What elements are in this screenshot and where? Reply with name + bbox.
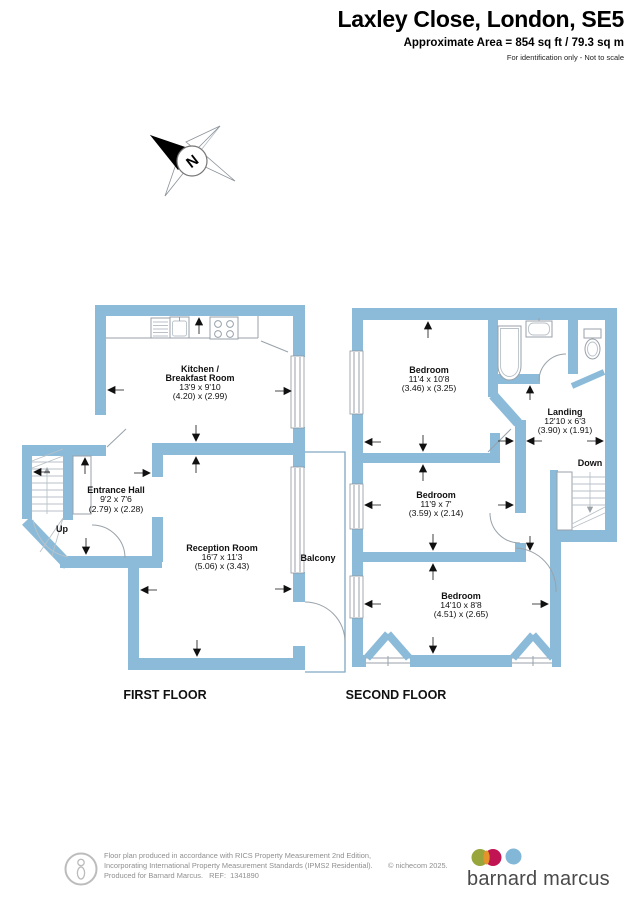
second-floor-plan: Bedroom 11'4 x 10'8 (3.46) x (3.25) Land… xyxy=(346,308,617,702)
first-floor-labels: Kitchen / Breakfast Room 13'9 x 9'10 (4.… xyxy=(56,364,336,702)
kitchen-fixtures xyxy=(106,316,259,340)
entrance-hall-label: Entrance Hall xyxy=(87,485,145,495)
bedroom3-label: Bedroom xyxy=(441,591,481,601)
bedroom2-label: Bedroom xyxy=(416,490,456,500)
second-floor-dimension-arrows xyxy=(364,321,604,654)
header: Laxley Close, London, SE5 Approximate Ar… xyxy=(337,6,625,62)
balcony-outline xyxy=(305,451,346,673)
second-floor-windows xyxy=(349,350,364,619)
bedroom2-door-arc xyxy=(489,512,521,544)
kitchen-door-leaf xyxy=(106,428,127,448)
landing-cupboard xyxy=(556,471,573,531)
second-floor-doors xyxy=(487,353,567,593)
sink-drainer-icon xyxy=(150,317,171,339)
kitchen-label-line2: Breakfast Room xyxy=(165,373,234,383)
bedroom2-dims-m: (3.59) x (2.14) xyxy=(409,508,464,518)
first-floor-stairs xyxy=(31,448,92,558)
first-floor-windows xyxy=(290,355,305,574)
second-floor-title: SECOND FLOOR xyxy=(346,688,447,702)
area-label: Approximate Area = 854 sq ft / 79.3 sq m xyxy=(403,37,624,49)
bedroom2-dims-ft: 11'9 x 7' xyxy=(420,499,452,509)
bedroom3-dims-ft: 14'10 x 8'8 xyxy=(440,600,482,610)
barnard-marcus-logo-dots xyxy=(471,848,522,866)
balcony-door-arc xyxy=(304,601,346,643)
bedroom1-dims-m: (3.46) x (3.25) xyxy=(402,383,457,393)
second-floor-walls xyxy=(352,308,617,667)
hall-cupboard xyxy=(72,455,92,515)
second-floor-stairs xyxy=(556,471,606,531)
bedroom1-door-leaf xyxy=(487,428,512,453)
first-floor-doors xyxy=(91,340,346,643)
footer-line1: Floor plan produced in accordance with R… xyxy=(104,851,372,860)
kitchen-dims-ft: 13'9 x 9'10 xyxy=(179,382,221,392)
kitchen-label: Kitchen / xyxy=(181,364,220,374)
nichecom-person-icon xyxy=(64,852,98,886)
first-floor-title: FIRST FLOOR xyxy=(123,688,206,702)
wc-door-leaf xyxy=(570,369,606,389)
bedroom1-label: Bedroom xyxy=(409,365,449,375)
reception-dims-ft: 16'7 x 11'3 xyxy=(202,552,243,562)
bedroom1-dims-ft: 11'4 x 10'8 xyxy=(409,374,450,384)
barnard-marcus-wordmark: barnard marcus xyxy=(467,868,610,890)
bathroom-door-arc xyxy=(538,353,567,382)
footer-line2: Incorporating International Property Mea… xyxy=(104,861,373,870)
landing-dims-ft: 12'10 x 6'3 xyxy=(544,416,586,426)
disclaimer-label: For identification only - Not to scale xyxy=(506,53,624,62)
entrance-hall-dims-ft: 9'2 x 7'6 xyxy=(100,494,132,504)
bedroom3-door-arc xyxy=(515,547,557,593)
hob-icon xyxy=(209,316,239,340)
kitchen-dims-m: (4.20) x (2.99) xyxy=(173,391,228,401)
toilet-icon xyxy=(583,328,602,339)
bathtub-icon xyxy=(497,325,522,381)
bay-windows xyxy=(363,631,557,668)
landing-label: Landing xyxy=(548,407,583,417)
second-floor-labels: Bedroom 11'4 x 10'8 (3.46) x (3.25) Land… xyxy=(346,365,603,702)
compass-icon: N xyxy=(149,125,236,197)
first-floor-walls xyxy=(22,305,305,670)
bedroom3-dims-m: (4.51) x (2.65) xyxy=(434,609,489,619)
first-floor-dimension-arrows xyxy=(33,317,292,657)
landing-dims-m: (3.90) x (1.91) xyxy=(538,425,593,435)
reception-dims-m: (5.06) x (3.43) xyxy=(195,561,250,571)
kitchen-door2-leaf xyxy=(260,340,289,353)
balcony-label: Balcony xyxy=(300,553,335,563)
footer-disclaimer: Floor plan produced in accordance with R… xyxy=(104,851,373,881)
nichecom-copyright: © nichecom 2025. xyxy=(388,861,448,870)
bathroom-fixtures xyxy=(497,318,602,381)
footer-line3: Produced for Barnard Marcus. REF: 134189… xyxy=(104,871,259,880)
first-floor-plan: Kitchen / Breakfast Room 13'9 x 9'10 (4.… xyxy=(22,305,346,702)
stairs-down-label: Down xyxy=(578,458,603,468)
entrance-door-arc xyxy=(91,524,126,559)
reception-label: Reception Room xyxy=(186,543,258,553)
page-title: Laxley Close, London, SE5 xyxy=(337,6,625,32)
entrance-hall-dims-m: (2.79) x (2.28) xyxy=(89,504,144,514)
stairs-up-label: Up xyxy=(56,524,68,534)
